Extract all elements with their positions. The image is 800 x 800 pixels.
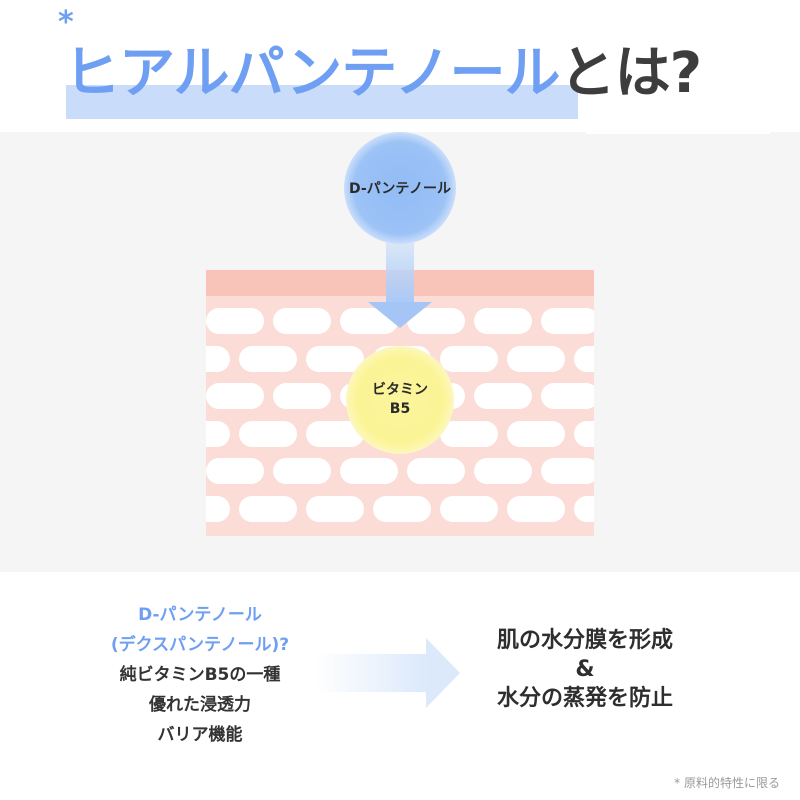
skin-cell — [507, 345, 565, 372]
skin-cell — [306, 495, 364, 522]
skin-cell — [239, 495, 297, 522]
skin-cell — [273, 308, 331, 334]
result-arrow-head — [426, 638, 460, 708]
description-point-2: 優れた浸透力 — [149, 695, 251, 715]
effect-ampersand: & — [575, 657, 595, 682]
title-highlight-bar — [66, 85, 578, 119]
effect-line-1: 肌の水分膜を形成 — [496, 628, 673, 653]
skin-cell — [373, 495, 431, 522]
description-point-3: バリア機能 — [157, 725, 243, 745]
skin-cell — [474, 308, 532, 334]
title-asterisk: * — [58, 5, 74, 40]
vitamin-label-line1: ビタミン — [372, 382, 428, 398]
title-accent-text: ヒアルパンテノール — [64, 41, 561, 106]
skin-cell — [574, 495, 594, 522]
d-panthenol-circle: D-パンテノール — [344, 132, 456, 244]
skin-cell — [273, 458, 331, 484]
skin-cell — [574, 420, 594, 447]
skin-cell — [407, 458, 465, 484]
effect-description: 肌の水分膜を形成 & 水分の蒸発を防止 — [460, 626, 710, 713]
skin-cell — [440, 420, 498, 447]
skin-cell — [239, 420, 297, 447]
result-arrow-shaft — [316, 654, 428, 692]
skin-cell — [206, 345, 230, 372]
skin-cell — [206, 495, 230, 522]
skin-cell — [507, 420, 565, 447]
skin-cell — [474, 383, 532, 409]
effect-line-2: 水分の蒸発を防止 — [496, 686, 673, 711]
skin-cell — [440, 495, 498, 522]
title-rest-text: とは? — [559, 41, 702, 106]
skin-cell — [239, 345, 297, 372]
panthenol-description: D-パンテノール (デクスパンテノール)? 純ビタミンB5の一種 優れた浸透力 … — [80, 600, 320, 750]
page-title: ヒアルパンテノールとは? — [64, 34, 702, 114]
description-point-1: 純ビタミンB5の一種 — [119, 665, 281, 685]
vitamin-b5-circle: ビタミン B5 — [346, 346, 454, 454]
skin-cell — [206, 308, 264, 334]
penetration-arrow-head — [368, 302, 432, 328]
skin-cell — [206, 420, 230, 447]
skin-cell — [206, 383, 264, 409]
skin-cell — [340, 458, 398, 484]
skin-cell — [474, 458, 532, 484]
skin-cell — [273, 383, 331, 409]
skin-cell — [507, 495, 565, 522]
skin-cell — [541, 308, 594, 334]
skin-cell — [306, 345, 364, 372]
footnote: * 原料的特性に限る — [674, 776, 780, 790]
skin-cell — [541, 458, 594, 484]
skin-cell — [440, 345, 498, 372]
description-heading-line1: D-パンテノール — [138, 605, 262, 625]
skin-cell — [206, 458, 264, 484]
skin-cell — [541, 383, 594, 409]
vitamin-label-line2: B5 — [389, 401, 411, 417]
description-heading-line2: (デクスパンテノール)? — [110, 635, 290, 655]
panel-notch — [586, 118, 770, 134]
d-panthenol-label: D-パンテノール — [349, 181, 451, 197]
skin-cell — [574, 345, 594, 372]
